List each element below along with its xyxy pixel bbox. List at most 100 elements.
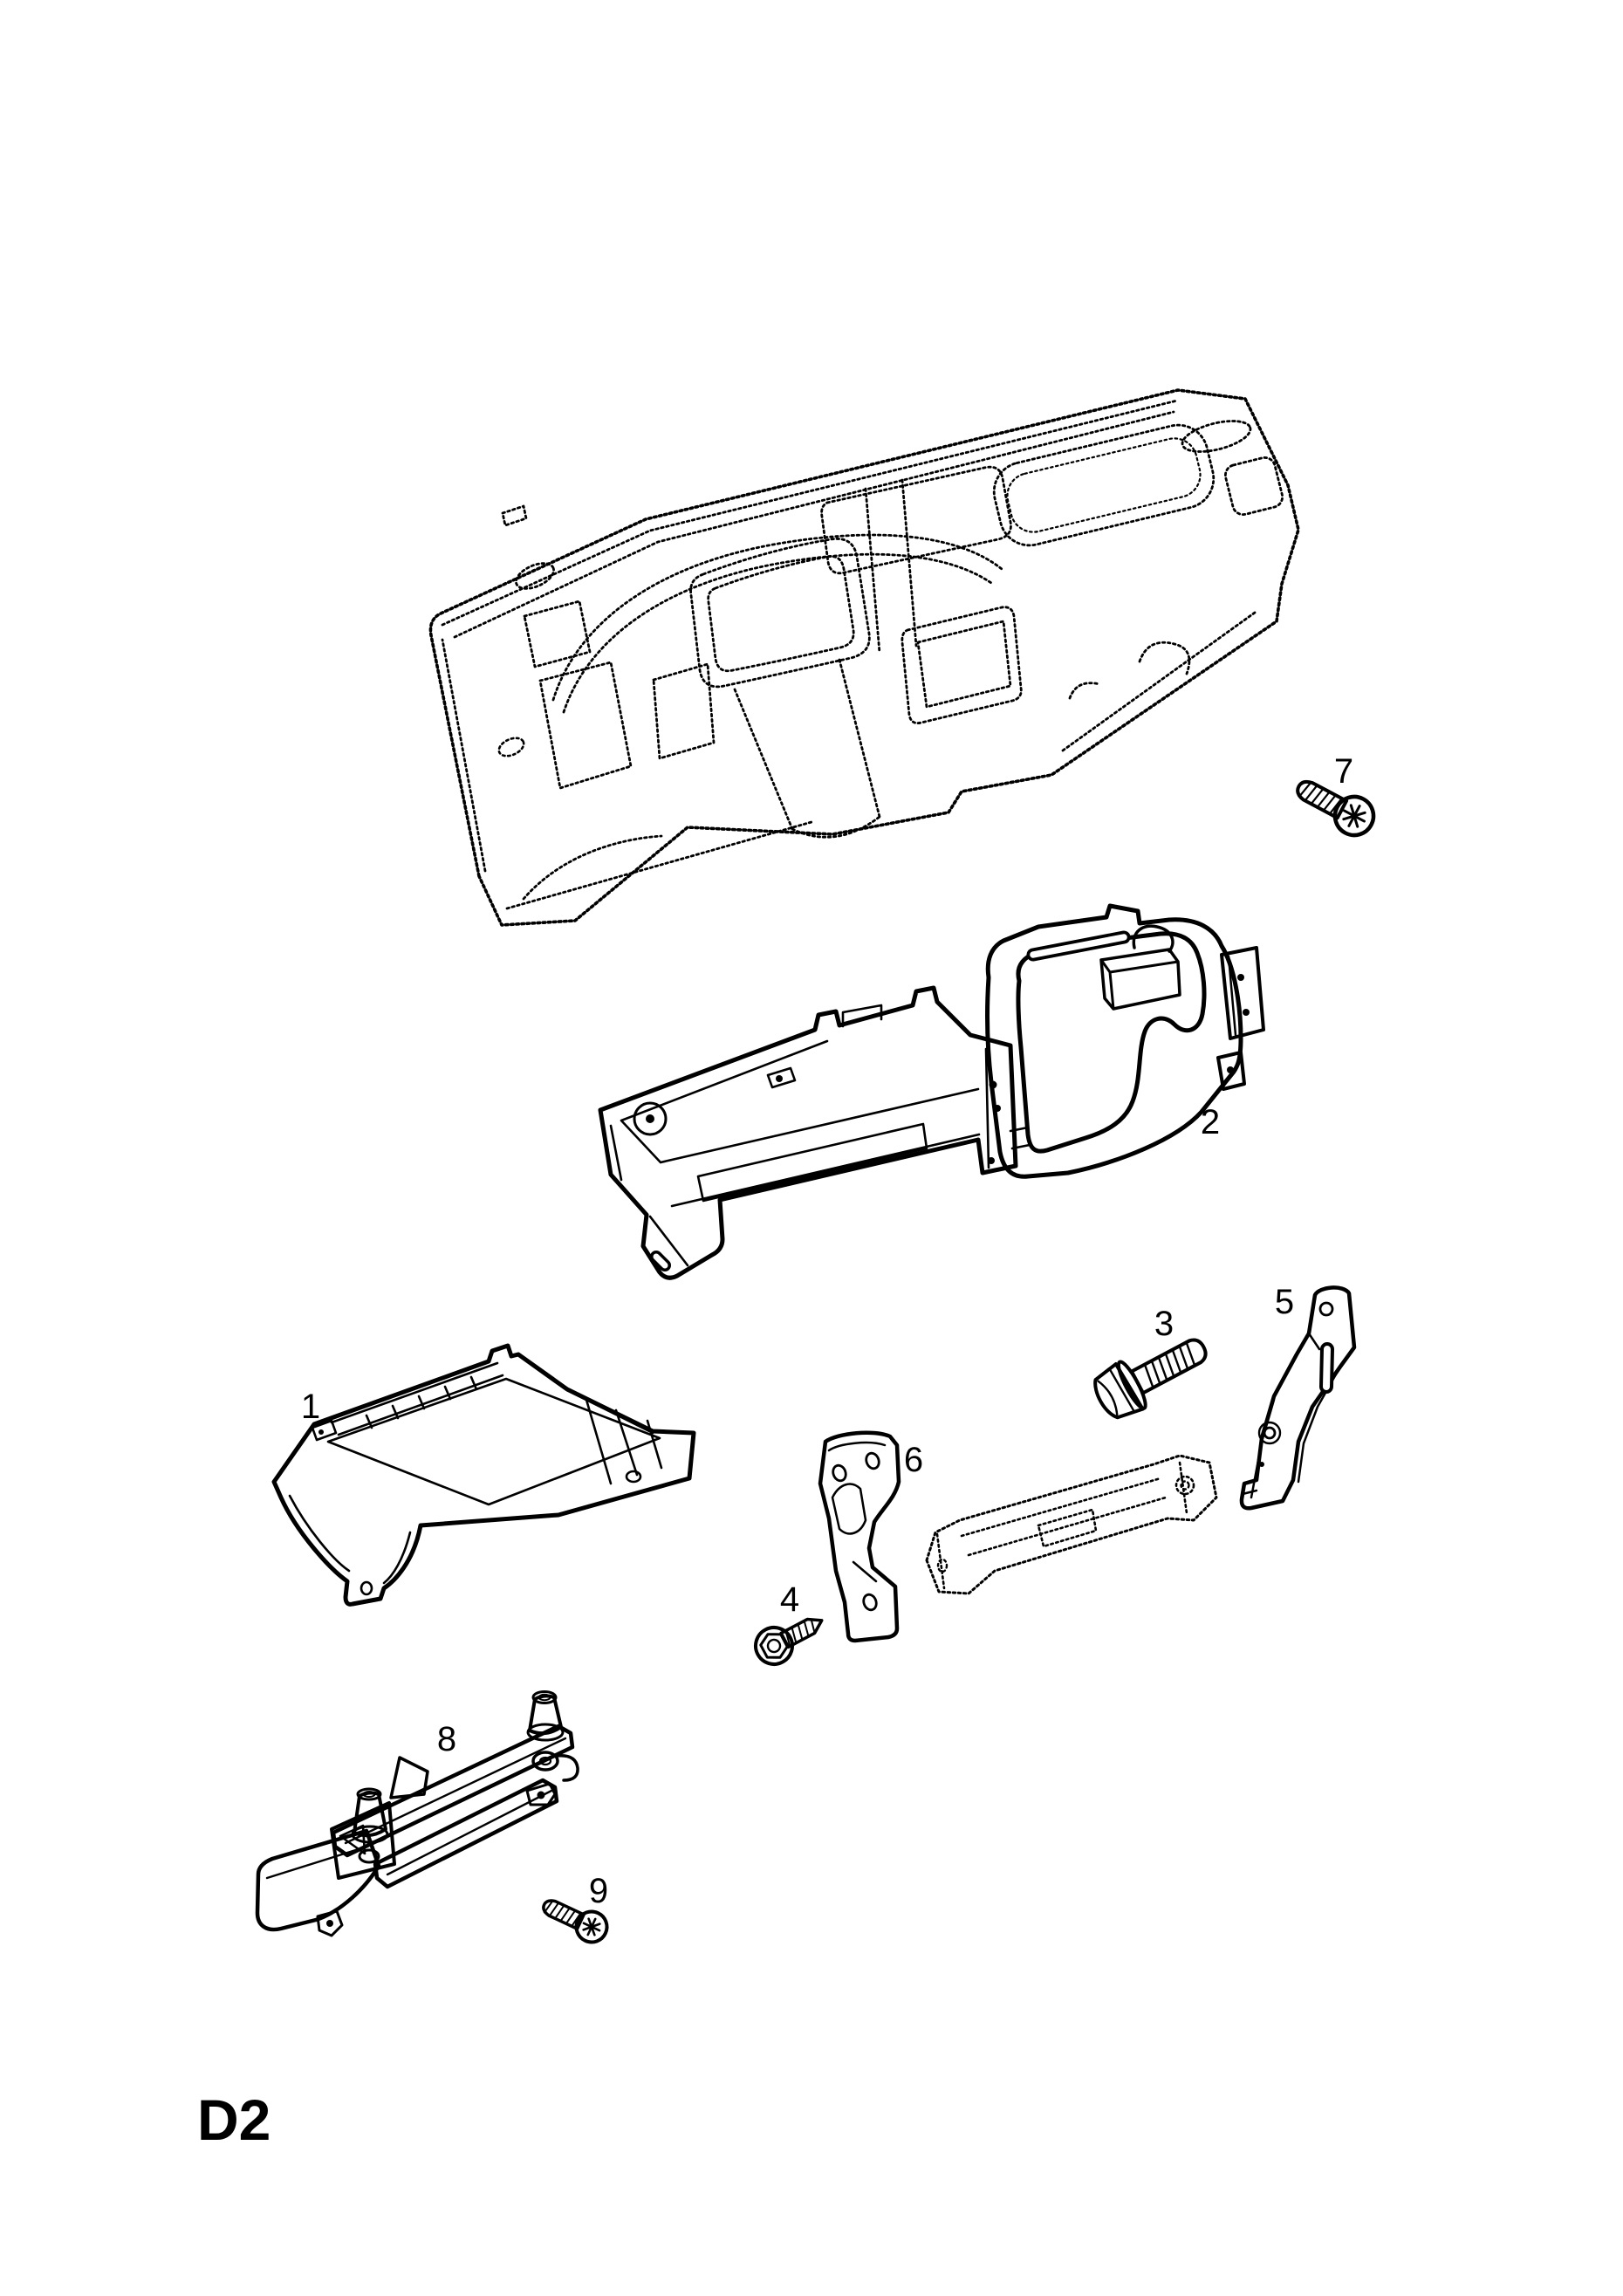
dashboard-panel-art <box>428 388 1300 927</box>
tray-details <box>288 1361 663 1585</box>
frame-plate-hole-3 <box>988 1157 995 1164</box>
bracket5-top-hole <box>1318 1301 1334 1317</box>
callout-6: 6 <box>904 1441 923 1479</box>
bracket6-folds <box>827 1441 887 1583</box>
rail8-washer <box>531 1751 559 1772</box>
screw4-hex-core <box>766 1638 782 1654</box>
rail8-foot-tab <box>316 1909 344 1937</box>
rail-details <box>935 1461 1188 1590</box>
bolt-hex-head <box>1093 1362 1145 1420</box>
part-2-console-frame <box>598 985 1031 1280</box>
bracket6-outline <box>818 1430 901 1643</box>
bezel-cable <box>1132 924 1174 953</box>
bracket5-outline <box>1239 1285 1357 1511</box>
cluster-hood-arcs <box>551 533 1003 714</box>
tray-hole-right <box>625 1470 642 1484</box>
bezel-ring <box>984 903 1243 1179</box>
tray-outline <box>271 1343 696 1607</box>
screw9-head <box>574 1909 609 1944</box>
part-6-side-bracket <box>818 1430 901 1643</box>
rail8-paddle <box>255 1828 381 1932</box>
callout-5: 5 <box>1275 1283 1294 1321</box>
screw4-threads <box>784 1618 816 1648</box>
part-2-cluster-bezel <box>984 903 1265 1179</box>
dashboard-left-openings <box>523 600 716 790</box>
part-4-screw <box>754 1617 824 1666</box>
cluster-opening <box>689 538 871 689</box>
rail-outline <box>925 1454 1218 1595</box>
center-stack-openings <box>820 465 1023 724</box>
callout-1: 1 <box>301 1388 320 1426</box>
bezel-right-tabs <box>1216 946 1265 1091</box>
screw7-phillips-icon <box>1342 804 1366 828</box>
bracket5-mid-hole <box>1263 1426 1277 1440</box>
screw4-hex <box>759 1633 789 1659</box>
stud-a-base <box>526 1723 565 1742</box>
callout-3: 3 <box>1154 1305 1174 1343</box>
right-end-cap <box>1223 456 1284 517</box>
right-end-cap-rect <box>1223 456 1284 517</box>
stud-b-top <box>356 1787 382 1801</box>
tray-tab-hole <box>318 1429 324 1435</box>
bracket5-small-hole <box>1259 1462 1264 1467</box>
right-end-vent <box>1181 420 1252 453</box>
bracket5-folds <box>1241 1332 1342 1499</box>
part-9-screw <box>542 1899 609 1944</box>
bezel-tab-hole-3 <box>1227 1066 1234 1073</box>
rail8-upper-bar-edge <box>344 1737 567 1845</box>
bolt-threads <box>1143 1341 1196 1389</box>
left-side-vent <box>515 562 555 590</box>
rail8-gusset <box>389 1756 429 1799</box>
bezel-tab-fold <box>1227 955 1237 1037</box>
part-1-tray-housing <box>271 1343 696 1607</box>
rail8-clip-hole <box>537 1791 545 1799</box>
screw9-shank <box>542 1899 586 1930</box>
bolt-shank <box>1129 1338 1208 1395</box>
stud-b-base <box>351 1825 389 1844</box>
rail8-lower-bar <box>373 1778 559 1889</box>
rail-right-boss <box>1174 1475 1195 1496</box>
passenger-airbag-outline <box>992 423 1216 547</box>
frame-boss <box>633 1101 668 1136</box>
rail-right-hole <box>1180 1480 1190 1491</box>
bezel-tab-hole-1 <box>1237 974 1244 981</box>
bolt-head-facets <box>1097 1367 1136 1416</box>
rail8-lower-bar-edge <box>386 1789 553 1876</box>
bracket6-hole-2 <box>865 1451 880 1470</box>
bezel-connector-edges <box>1099 958 1180 1011</box>
tray-foot-hole <box>360 1580 373 1596</box>
rail8-washer-hole <box>538 1756 552 1766</box>
screw7-head <box>1332 794 1376 838</box>
stud-b-top-hole <box>362 1791 376 1798</box>
part-5-z-bracket <box>1239 1285 1357 1511</box>
part-7-screw <box>1296 779 1376 838</box>
callout-2: 2 <box>1201 1103 1220 1141</box>
channel-rail-art <box>925 1454 1218 1595</box>
rail8-clamp <box>330 1801 396 1880</box>
part-8-stud-rail <box>255 1690 579 1937</box>
steering-column-cutout <box>733 658 881 839</box>
screw4-washer <box>754 1626 794 1666</box>
bracket5-slot-core <box>1323 1346 1331 1390</box>
rail8-foot-hole <box>326 1920 333 1927</box>
screw9-phillips-icon <box>582 1917 601 1936</box>
rail8-clip <box>525 1782 557 1806</box>
stud-a-top <box>531 1690 558 1704</box>
frame-details <box>609 1004 1031 1267</box>
rail8-clamp-cutout <box>339 1824 366 1855</box>
frame-tab-hole <box>776 1075 783 1082</box>
part-3-bolt <box>1093 1338 1208 1420</box>
rail8-hook <box>555 1754 579 1782</box>
callout-8: 8 <box>437 1720 456 1758</box>
stud-a-top-hole <box>538 1693 551 1702</box>
left-knob <box>497 737 525 757</box>
bezel-band-slot-core <box>1030 934 1127 958</box>
rail-left-hole <box>936 1558 948 1573</box>
airbag-inner <box>1006 437 1202 533</box>
rail8-clamp-hole <box>358 1848 380 1864</box>
airbag-outer <box>992 423 1216 547</box>
dashboard-outline <box>428 388 1300 927</box>
frame-foot-slot-core <box>653 1253 668 1269</box>
